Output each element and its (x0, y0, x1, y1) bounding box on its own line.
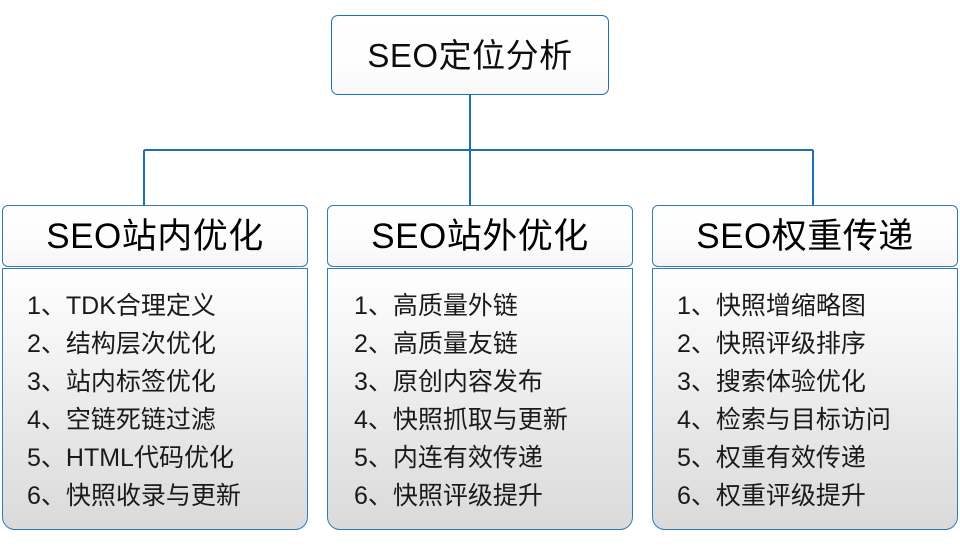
branch-columns: SEO站内优化 1、TDK合理定义 2、结构层次优化 3、站内标签优化 4、空链… (0, 205, 960, 530)
branch-item-list-3: 1、快照增缩略图 2、快照评级排序 3、搜索体验优化 4、检索与目标访问 5、权… (653, 287, 957, 515)
list-item: 4、空链死链过滤 (27, 406, 216, 434)
branch-column-2: SEO站外优化 1、高质量外链 2、高质量友链 3、原创内容发布 4、快照抓取与… (327, 205, 633, 530)
branch-body-2: 1、高质量外链 2、高质量友链 3、原创内容发布 4、快照抓取与更新 5、内连有… (327, 268, 633, 530)
list-item: 1、TDK合理定义 (27, 292, 216, 320)
list-item: 4、快照抓取与更新 (354, 406, 568, 434)
branch-body-1: 1、TDK合理定义 2、结构层次优化 3、站内标签优化 4、空链死链过滤 5、H… (2, 268, 308, 530)
list-item: 6、快照评级提升 (354, 482, 543, 510)
list-item: 2、高质量友链 (354, 330, 518, 358)
list-item: 3、原创内容发布 (354, 368, 543, 396)
list-item: 5、内连有效传递 (354, 444, 543, 472)
branch-header-1[interactable]: SEO站内优化 (2, 205, 308, 267)
list-item: 6、权重评级提升 (677, 482, 866, 510)
branch-header-3[interactable]: SEO权重传递 (652, 205, 958, 267)
root-node-title: SEO定位分析 (367, 36, 573, 74)
list-item: 4、检索与目标访问 (677, 406, 891, 434)
root-node[interactable]: SEO定位分析 (331, 15, 609, 95)
list-item: 5、HTML代码优化 (27, 444, 234, 472)
branch-item-list-1: 1、TDK合理定义 2、结构层次优化 3、站内标签优化 4、空链死链过滤 5、H… (3, 287, 307, 515)
list-item: 3、站内标签优化 (27, 368, 216, 396)
branch-body-3: 1、快照增缩略图 2、快照评级排序 3、搜索体验优化 4、检索与目标访问 5、权… (652, 268, 958, 530)
list-item: 2、结构层次优化 (27, 330, 216, 358)
branch-item-list-2: 1、高质量外链 2、高质量友链 3、原创内容发布 4、快照抓取与更新 5、内连有… (328, 287, 632, 515)
list-item: 1、快照增缩略图 (677, 292, 866, 320)
list-item: 2、快照评级排序 (677, 330, 866, 358)
branch-header-title-2: SEO站外优化 (371, 216, 589, 256)
branch-header-title-1: SEO站内优化 (46, 216, 264, 256)
branch-column-1: SEO站内优化 1、TDK合理定义 2、结构层次优化 3、站内标签优化 4、空链… (2, 205, 308, 530)
list-item: 6、快照收录与更新 (27, 482, 241, 510)
list-item: 1、高质量外链 (354, 292, 518, 320)
branch-header-2[interactable]: SEO站外优化 (327, 205, 633, 267)
list-item: 5、权重有效传递 (677, 444, 866, 472)
branch-column-3: SEO权重传递 1、快照增缩略图 2、快照评级排序 3、搜索体验优化 4、检索与… (652, 205, 958, 530)
branch-header-title-3: SEO权重传递 (696, 216, 914, 256)
list-item: 3、搜索体验优化 (677, 368, 866, 396)
